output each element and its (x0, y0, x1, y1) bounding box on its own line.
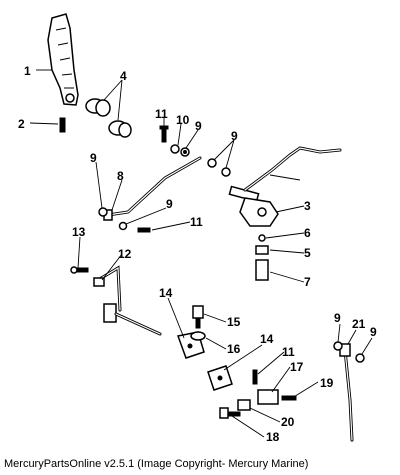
link-rod (103, 156, 202, 221)
callout-13: 13 (72, 225, 86, 239)
callout-8: 8 (117, 169, 124, 183)
long-rod (339, 343, 354, 442)
washers-right (207, 158, 231, 177)
callout-9-center: 9 (166, 197, 173, 211)
callout-12: 12 (118, 247, 132, 261)
copyright-footer: MercuryPartsOnline v2.5.1 (Image Copyrig… (4, 458, 309, 470)
callout-18: 18 (266, 430, 280, 444)
callout-2: 2 (18, 117, 25, 131)
callout-9-lower-left: 9 (334, 311, 341, 325)
callout-10: 10 (176, 113, 190, 127)
callout-9-lower-right: 9 (370, 325, 377, 339)
callout-1: 1 (24, 64, 31, 78)
throttle-lever-arm (47, 13, 79, 106)
spring (255, 259, 269, 281)
callout-5: 5 (304, 246, 311, 260)
callout-16: 16 (227, 342, 241, 356)
screw-upper (159, 125, 169, 143)
callout-11-upper: 11 (155, 107, 168, 121)
nut-bolt-18-20 (219, 399, 251, 419)
callout-9-left: 9 (90, 151, 97, 165)
nut-5 (255, 245, 269, 255)
screw-13 (70, 266, 89, 274)
bolt-19 (281, 395, 297, 401)
callout-9-right: 9 (231, 129, 238, 143)
callout-17: 17 (290, 360, 304, 374)
washer-9-right-b (355, 353, 365, 363)
screw-middle (137, 227, 151, 233)
screw-lower (252, 369, 258, 385)
callout-19: 19 (320, 376, 334, 390)
washer-nut-upper (170, 144, 190, 157)
callout-11-lower: 11 (282, 345, 295, 359)
bracket-right (207, 365, 233, 391)
callout-3: 3 (304, 199, 311, 213)
leader-lines (29, 69, 373, 438)
callout-6: 6 (304, 226, 311, 240)
callout-4: 4 (120, 69, 127, 83)
throttle-cam (228, 146, 342, 227)
callout-14-right: 14 (260, 332, 274, 346)
clamp-17 (257, 389, 279, 405)
callout-11-middle: 11 (190, 215, 203, 229)
callout-9-upper: 9 (195, 119, 202, 133)
washer-9-right-a (333, 341, 343, 351)
washer-6 (258, 234, 266, 242)
bolt-15 (192, 305, 204, 329)
callouts: 1 2 4 11 10 9 9 9 8 9 11 3 6 5 7 13 12 1… (18, 64, 377, 444)
washer-center (118, 221, 128, 231)
washer-left (98, 207, 108, 217)
pin (59, 117, 66, 133)
bushings (85, 98, 132, 138)
callout-21: 21 (352, 317, 366, 331)
callout-14-left: 14 (159, 286, 173, 300)
callout-20: 20 (281, 415, 295, 429)
callout-15: 15 (227, 315, 241, 329)
callout-7: 7 (304, 275, 311, 289)
washer-16 (190, 331, 206, 341)
